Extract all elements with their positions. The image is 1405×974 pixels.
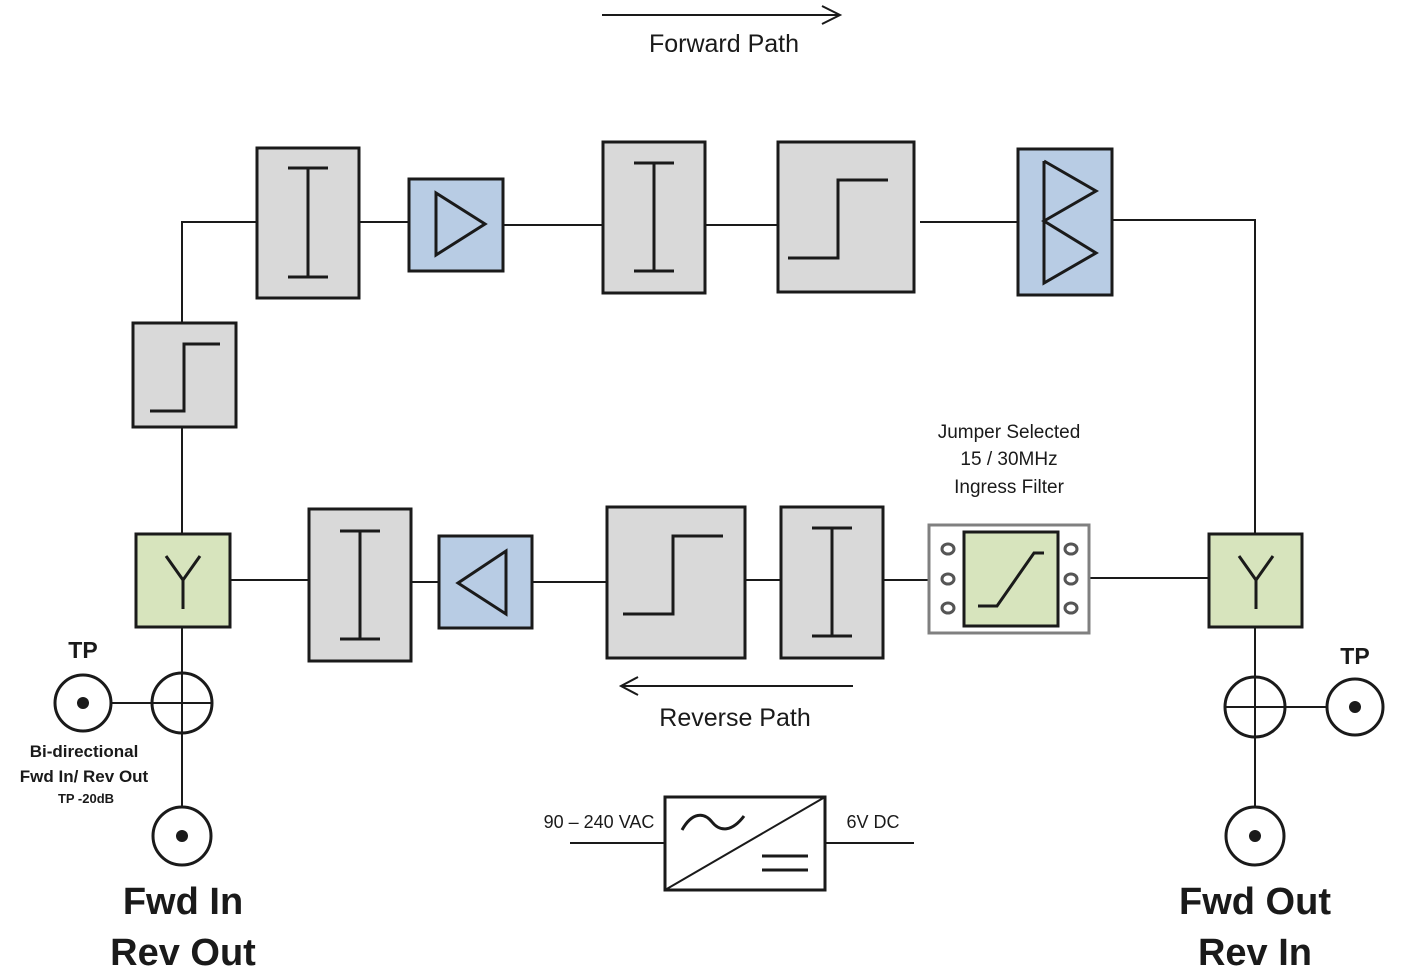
diplexer-left	[134, 532, 232, 629]
amplifier-reverse	[437, 534, 534, 630]
attenuator-forward-2	[601, 140, 707, 295]
forward-path-label: Forward Path	[649, 30, 799, 58]
diplexer-right	[1207, 532, 1304, 629]
port-left-label-line2: Rev Out	[110, 932, 256, 974]
port-connector-right	[1224, 805, 1286, 867]
tp-right-label: TP	[1340, 643, 1369, 669]
jumper-label-line2: 15 / 30MHz	[960, 449, 1057, 470]
psu-input-label: 90 – 240 VAC	[544, 812, 655, 832]
jumper-label-line1: Jumper Selected	[938, 422, 1081, 443]
coupler-left	[150, 671, 214, 735]
psu-output-label: 6V DC	[846, 812, 899, 832]
bidir-label-line1: Bi-directional	[30, 742, 139, 761]
port-connector-left	[151, 805, 213, 867]
test-point-right	[1325, 677, 1385, 737]
jumper-label-line3: Ingress Filter	[954, 477, 1064, 498]
bidir-label-line3: TP -20dB	[58, 791, 114, 806]
jumper-pins-left	[940, 542, 956, 615]
attenuator-forward-1	[255, 146, 361, 300]
port-left-label-line1: Fwd In	[123, 881, 243, 923]
test-point-left	[53, 673, 113, 733]
forward-path-wires	[181, 219, 1256, 533]
port-right-label-line2: Rev In	[1198, 932, 1312, 974]
jumper-pins-right	[1063, 542, 1079, 615]
bidir-label-line2: Fwd In/ Rev Out	[20, 767, 149, 786]
attenuator-reverse-1	[779, 505, 885, 660]
port-right-label-line1: Fwd Out	[1179, 881, 1331, 923]
highpass-filter-reverse	[605, 505, 747, 660]
forward-path-arrow	[602, 5, 843, 25]
power-supply	[570, 795, 914, 892]
reverse-path-label: Reverse Path	[659, 704, 810, 732]
port-wires	[111, 627, 1327, 808]
amplifier-forward	[407, 177, 505, 273]
attenuator-reverse-2	[307, 507, 413, 663]
dual-amplifier-output	[1016, 147, 1114, 297]
highpass-filter-forward	[776, 140, 916, 294]
reverse-path-arrow	[618, 676, 853, 696]
tp-left-label: TP	[68, 637, 97, 663]
highpass-filter-left	[131, 321, 238, 429]
ingress-filter-jumper	[927, 523, 1091, 635]
coupler-right	[1223, 675, 1287, 739]
reverse-path-wires	[230, 577, 1209, 583]
